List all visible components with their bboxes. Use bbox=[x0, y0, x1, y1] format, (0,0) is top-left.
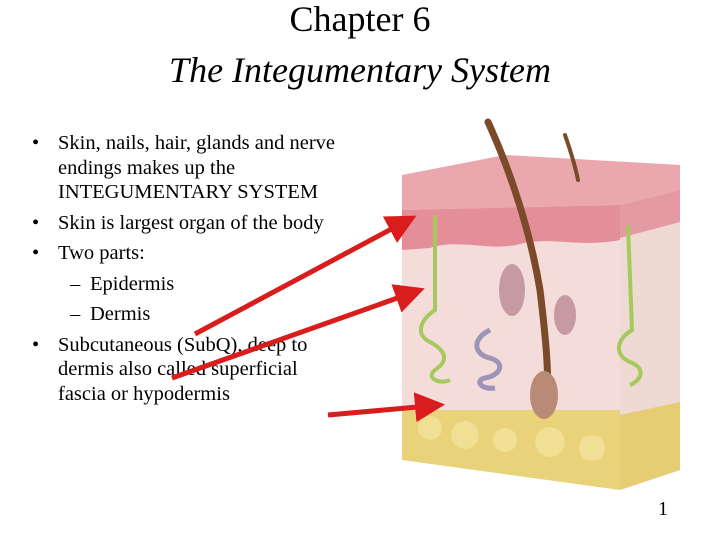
skin-side-subcutaneous bbox=[620, 402, 680, 490]
bullet-item: Two parts: bbox=[30, 241, 335, 266]
fat-cell bbox=[451, 421, 479, 449]
fat-cell bbox=[535, 427, 565, 457]
epidermis-layer bbox=[402, 155, 680, 210]
fat-cell bbox=[418, 416, 442, 440]
sub-bullet-epidermis: Epidermis bbox=[30, 272, 335, 297]
epidermis-front-band bbox=[402, 205, 620, 250]
hair-shaft bbox=[563, 133, 580, 182]
skin-cross-section-illustration bbox=[402, 118, 680, 490]
skin-side-epidermis bbox=[620, 190, 680, 238]
sebaceous-gland bbox=[554, 295, 576, 335]
nerve-ending bbox=[617, 224, 643, 387]
bullet-item: Subcutaneous (SubQ), deep to dermis also… bbox=[30, 333, 335, 407]
sweat-gland bbox=[474, 327, 502, 391]
chapter-subtitle: The Integumentary System bbox=[169, 50, 551, 90]
sebaceous-gland bbox=[499, 264, 525, 316]
slide-number: 1 bbox=[658, 498, 668, 520]
hair-follicle bbox=[530, 371, 558, 419]
nerve-ending bbox=[419, 215, 451, 384]
fat-cell bbox=[493, 428, 517, 452]
chapter-heading: Chapter 6 bbox=[289, 0, 431, 39]
slide-title: Chapter 6 The Integumentary System bbox=[0, 0, 720, 92]
bullet-item: Skin is largest organ of the body bbox=[30, 211, 335, 236]
bullet-list: Skin, nails, hair, glands and nerve endi… bbox=[30, 131, 335, 412]
sub-bullet-dermis: Dermis bbox=[30, 302, 335, 327]
bullet-item: Skin, nails, hair, glands and nerve endi… bbox=[30, 131, 335, 205]
fat-cell bbox=[579, 435, 605, 461]
